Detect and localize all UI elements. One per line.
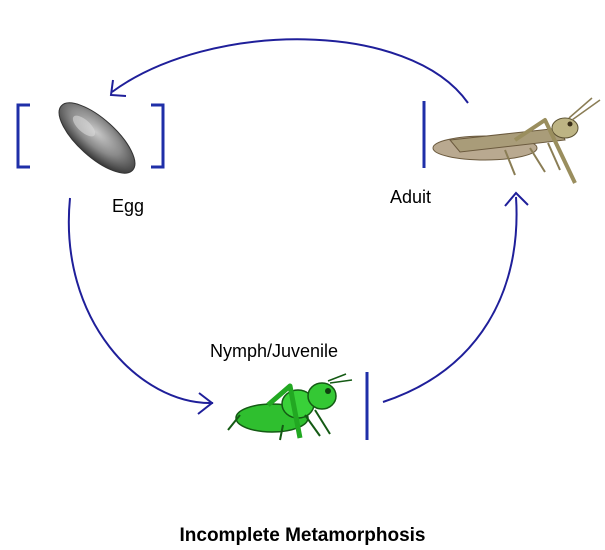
adult-grasshopper-icon <box>433 98 600 183</box>
adult-label: Aduit <box>390 187 431 208</box>
arrow-adult-to-egg <box>111 39 468 103</box>
egg-bracket-right <box>151 105 163 167</box>
nymph-grasshopper-icon <box>228 374 352 440</box>
arrow-nymph-to-adult <box>383 193 528 402</box>
egg-image-icon <box>49 92 146 184</box>
arrow-egg-to-nymph <box>69 198 213 414</box>
egg-label: Egg <box>112 196 144 217</box>
adult-stage <box>424 98 600 183</box>
egg-bracket-left <box>18 105 30 167</box>
egg-stage <box>18 92 163 184</box>
nymph-stage <box>228 372 367 440</box>
nymph-label: Nymph/Juvenile <box>210 341 338 362</box>
diagram-title: Incomplete Metamorphosis <box>0 525 605 547</box>
